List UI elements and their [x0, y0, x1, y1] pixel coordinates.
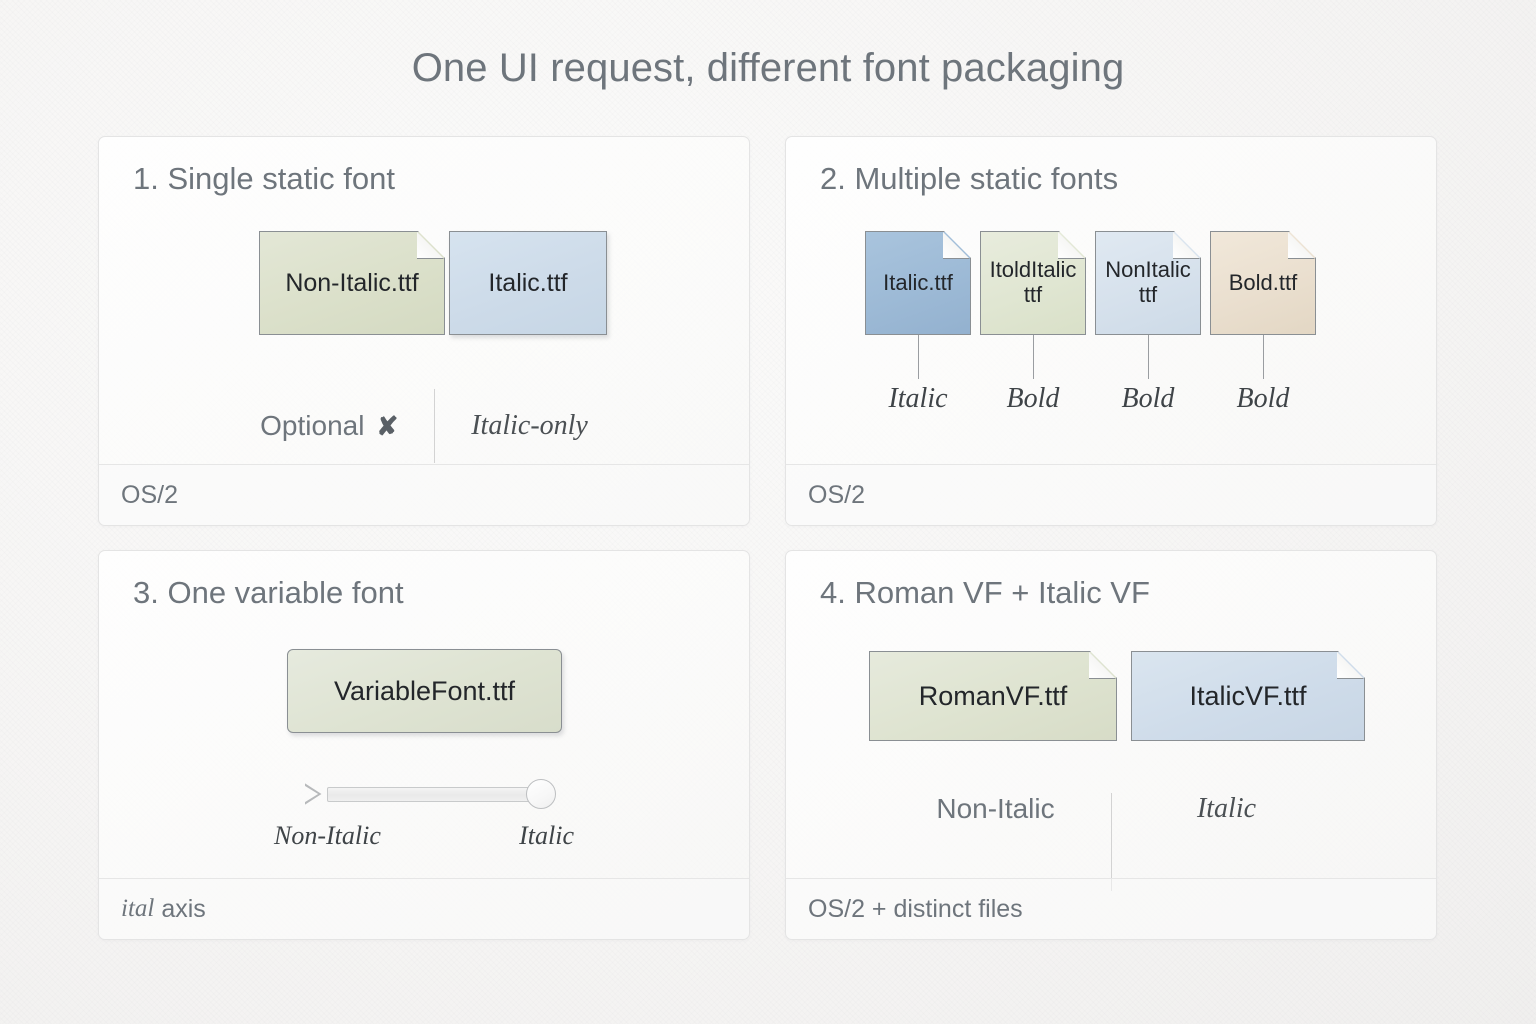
panel-roman-vf-italic-vf: 4. Roman VF + Italic VF RomanVF.ttf Ital… — [785, 550, 1437, 940]
slider-knob[interactable] — [525, 779, 556, 809]
panel-2-label-row: Italic Bold Bold Bold — [865, 383, 1316, 415]
panel-3-footer-label: axis — [161, 894, 206, 923]
italic-label: Italic — [1196, 793, 1257, 824]
panel-multiple-static-fonts: 2. Multiple static fonts Italic.ttf Itol… — [785, 136, 1437, 526]
panel-2-footer: OS/2 — [786, 464, 1436, 525]
panel-1-footer-label: OS/2 — [121, 480, 178, 509]
page-fold-icon — [943, 232, 970, 259]
file-card-roman-vf[interactable]: RomanVF.ttf — [869, 651, 1117, 741]
file-card-label: Italic.ttf — [883, 269, 953, 295]
file-card-label: NonItalic ttf — [1105, 257, 1191, 307]
panel-2-card-group: Italic.ttf ItoldItalic ttf NonItalic ttf… — [865, 231, 1316, 335]
panel-1-footer: OS/2 — [99, 464, 749, 525]
panel-4-label-row: Non-Italic Italic — [786, 793, 1436, 891]
file-card-italic-vf[interactable]: ItalicVF.ttf — [1131, 651, 1365, 741]
connector-column — [980, 335, 1086, 379]
file-card-label: ItoldItalic ttf — [989, 257, 1077, 307]
panel-4-heading: 4. Roman VF + Italic VF — [820, 575, 1150, 610]
file-card-label: VariableFont.ttf — [333, 675, 516, 706]
cross-icon: ✘ — [376, 411, 399, 441]
panel-1-heading: 1. Single static font — [133, 161, 395, 196]
panel-1-body: Non-Italic.ttf Italic.ttf Optional ✘ Ita… — [99, 217, 749, 463]
page-fold-icon — [1173, 232, 1200, 259]
file-card-non-italic[interactable]: NonItalic ttf — [1095, 231, 1201, 335]
connector-line — [1032, 335, 1034, 379]
panel-3-body: VariableFont.ttf Non-Italic Italic — [99, 631, 749, 877]
panel-4-card-group: RomanVF.ttf ItalicVF.ttf — [869, 651, 1365, 741]
connector-line — [1262, 335, 1264, 379]
file-card-italic[interactable]: Italic.ttf — [865, 231, 971, 335]
vertical-divider — [1110, 793, 1112, 891]
slider-max-label: Italic — [519, 821, 574, 850]
panel-2-heading: 2. Multiple static fonts — [820, 161, 1119, 196]
file-card-variable-font[interactable]: VariableFont.ttf — [287, 649, 562, 733]
panel-3-slider-label-row: Non-Italic Italic — [274, 821, 574, 851]
connector-column — [865, 335, 971, 379]
file-card-label: RomanVF.ttf — [918, 680, 1068, 711]
ital-axis-slider[interactable] — [99, 779, 749, 809]
non-italic-label: Non-Italic — [936, 793, 1055, 824]
panel-2-footer-label: OS/2 — [808, 480, 865, 509]
page-title: One UI request, different font packaging — [411, 46, 1125, 90]
page-fold-icon — [1089, 652, 1116, 679]
page-fold-icon — [1288, 232, 1315, 259]
optional-label: Optional — [260, 410, 365, 441]
page-fold-icon — [417, 232, 444, 259]
connector-column — [1095, 335, 1201, 379]
panel-3-footer-axis-tag: ital — [121, 895, 155, 922]
italic-only-label: Italic-only — [471, 410, 588, 441]
panel-4-footer-label: OS/2 + distinct files — [808, 894, 1023, 923]
file-card-label: Non-Italic.ttf — [285, 269, 419, 297]
file-card-italic[interactable]: Italic.ttf — [449, 231, 607, 335]
panel-4-body: RomanVF.ttf ItalicVF.ttf Non-Italic Ital… — [786, 631, 1436, 891]
panel-1-card-group: Non-Italic.ttf Italic.ttf — [259, 231, 607, 335]
file-card-label: Italic.ttf — [488, 269, 568, 297]
panel-single-static-font: 1. Single static font Non-Italic.ttf Ita… — [98, 136, 750, 526]
panel-2-connector-group — [865, 335, 1316, 379]
page-fold-icon — [1337, 652, 1364, 679]
style-note-label: Bold — [1236, 383, 1290, 414]
file-card-label: ItalicVF.ttf — [1189, 680, 1307, 711]
connector-line — [917, 335, 919, 379]
panel-one-variable-font: 3. One variable font VariableFont.ttf No… — [98, 550, 750, 940]
file-card-label: Bold.ttf — [1228, 269, 1298, 295]
vertical-divider — [434, 389, 436, 463]
file-card-non-italic[interactable]: Non-Italic.ttf — [259, 231, 445, 335]
file-card-itold-italic[interactable]: ItoldItalic ttf — [980, 231, 1086, 335]
panel-4-footer: OS/2 + distinct files — [786, 878, 1436, 939]
panel-3-heading: 3. One variable font — [133, 575, 404, 610]
file-card-bold[interactable]: Bold.ttf — [1210, 231, 1316, 335]
panel-1-label-row: Optional ✘ Italic-only — [99, 389, 749, 463]
panel-2-body: Italic.ttf ItoldItalic ttf NonItalic ttf… — [786, 217, 1436, 463]
optional-label-group: Optional ✘ — [260, 410, 398, 442]
slider-min-label: Non-Italic — [274, 821, 381, 850]
style-note-label: Italic — [888, 383, 948, 414]
connector-column — [1210, 335, 1316, 379]
panel-3-footer: ital axis — [99, 878, 749, 939]
style-note-label: Bold — [1121, 383, 1175, 414]
style-note-label: Bold — [1006, 383, 1060, 414]
page-fold-icon — [1058, 232, 1085, 259]
connector-line — [1147, 335, 1149, 379]
play-triangle-icon — [305, 783, 322, 805]
slider-track[interactable] — [326, 779, 556, 809]
